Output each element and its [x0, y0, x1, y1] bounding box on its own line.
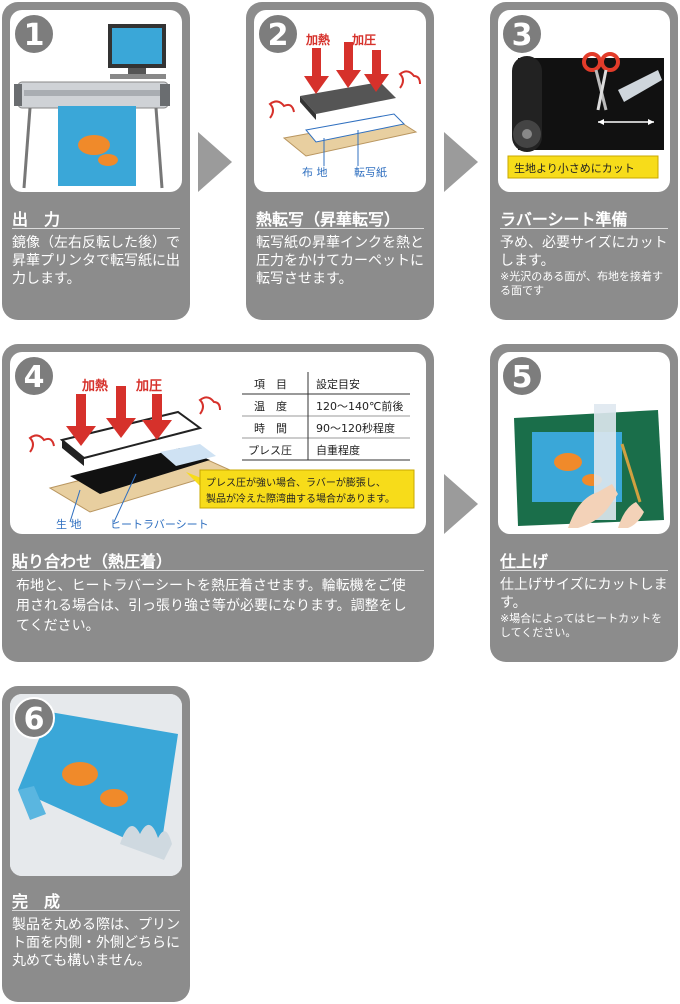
step-4-card: 加熱 加圧 生 地 ヒートラバーシート プレス圧が強い場合、ラバーが膨張し、 製…	[2, 344, 434, 662]
step-number-badge: 6	[13, 697, 55, 739]
step-number-badge: 3	[501, 13, 543, 55]
step-number-badge: 2	[257, 13, 299, 55]
divider	[500, 228, 668, 229]
label-transfer-paper: 転写紙	[354, 165, 387, 179]
step-2-card: 加熱 加圧 布 地 転写紙 2 熱転写（昇華転写） 転写紙の昇華インクを熱と圧力…	[246, 2, 434, 320]
label-cloth: 生 地	[56, 517, 82, 531]
step-title: 熱転写（昇華転写）	[256, 210, 401, 229]
step-number-badge: 4	[13, 355, 55, 397]
table-cell: 自重程度	[316, 443, 360, 457]
label-rubber-sheet: ヒートラバーシート	[110, 518, 209, 531]
label-pressure: 加圧	[351, 32, 376, 47]
step-description: 仕上げサイズにカットします。 ※場合によってはヒートカットをしてください。	[500, 576, 668, 640]
step-description: 予め、必要サイズにカットします。 ※光沢のある面が、布地を接着する面です	[500, 234, 668, 298]
step-title: 貼り合わせ（熱圧着）	[12, 552, 173, 571]
callout-text: 生地より小さめにカット	[514, 161, 635, 175]
step-number-badge: 5	[501, 355, 543, 397]
table-header-value: 設定目安	[316, 377, 360, 391]
note-text: ※場合によってはヒートカットをしてください。	[500, 612, 663, 639]
divider	[12, 570, 424, 571]
label-pressure: 加圧	[135, 379, 162, 394]
heat-transfer-illustration: 加熱 加圧 布 地 転写紙	[268, 32, 421, 179]
step-6-card: 6 完 成 製品を丸める際は、プリント面を内側・外側どちらに丸めても構いません。	[2, 686, 190, 1002]
step-description: 転写紙の昇華インクを熱と圧力をかけてカーペットに転写させます。	[256, 235, 424, 287]
step-title: ラバーシート準備	[500, 210, 628, 229]
description-text: 仕上げサイズにカットします。	[500, 577, 668, 611]
step-description: 鏡像（左右反転した後）で昇華プリンタで転写紙に出力します。	[12, 235, 180, 287]
step-2-illustration: 加熱 加圧 布 地 転写紙	[254, 10, 426, 192]
flow-arrow	[444, 474, 478, 534]
trimming-illustration	[514, 404, 664, 528]
divider	[12, 228, 180, 229]
step-4-illustration: 加熱 加圧 生 地 ヒートラバーシート プレス圧が強い場合、ラバーが膨張し、 製…	[10, 352, 426, 534]
table-cell: 温 度	[254, 399, 287, 413]
label-cloth: 布 地	[302, 166, 328, 179]
label-heat: 加熱	[305, 32, 330, 47]
step-description: 布地と、ヒートラバーシートを熱圧着させます。輪転機をご使用される場合は、引っ張り…	[16, 578, 407, 634]
step-5-card: 5 仕上げ 仕上げサイズにカットします。 ※場合によってはヒートカットをしてくだ…	[490, 344, 678, 662]
step-number-badge: 1	[13, 13, 55, 55]
table-cell: 90〜120秒程度	[316, 421, 395, 435]
note-text: ※光沢のある面が、布地を接着する面です	[500, 270, 663, 297]
table-header-item: 項 目	[254, 378, 287, 391]
step-title: 仕上げ	[500, 552, 549, 571]
step-1-illustration	[10, 10, 182, 192]
step-title: 出 力	[12, 210, 61, 229]
lamination-illustration: 加熱 加圧 生 地 ヒートラバーシート プレス圧が強い場合、ラバーが膨張し、 製…	[28, 372, 415, 531]
callout-text: プレス圧が強い場合、ラバーが膨張し、 製品が冷えた際湾曲する場合があります。	[206, 476, 395, 505]
divider	[12, 910, 180, 911]
table-cell: プレス圧	[248, 444, 292, 457]
flow-arrow	[198, 132, 232, 192]
table-cell: 時 間	[254, 422, 287, 435]
divider	[500, 570, 668, 571]
label-heat: 加熱	[81, 378, 108, 394]
flow-arrow	[444, 132, 478, 192]
step-1-card: 1 出 力 鏡像（左右反転した後）で昇華プリンタで転写紙に出力します。	[2, 2, 190, 320]
step-description: 製品を丸める際は、プリント面を内側・外側どちらに丸めても構いません。	[12, 917, 180, 969]
description-text: 予め、必要サイズにカットします。	[500, 235, 668, 269]
rubber-sheet-illustration: 生地より小さめにカット	[507, 52, 664, 179]
table-cell: 120〜140℃前後	[316, 399, 403, 413]
printer-illustration	[14, 24, 170, 189]
settings-table: 項 目 設定目安 温 度 120〜140℃前後 時 間 90〜120秒程度 プレ…	[242, 372, 410, 461]
step-3-card: 生地より小さめにカット 3 ラバーシート準備 予め、必要サイズにカットします。 …	[490, 2, 678, 320]
finished-product-illustration	[10, 694, 182, 876]
divider	[256, 228, 424, 229]
step-title: 完 成	[12, 892, 61, 911]
